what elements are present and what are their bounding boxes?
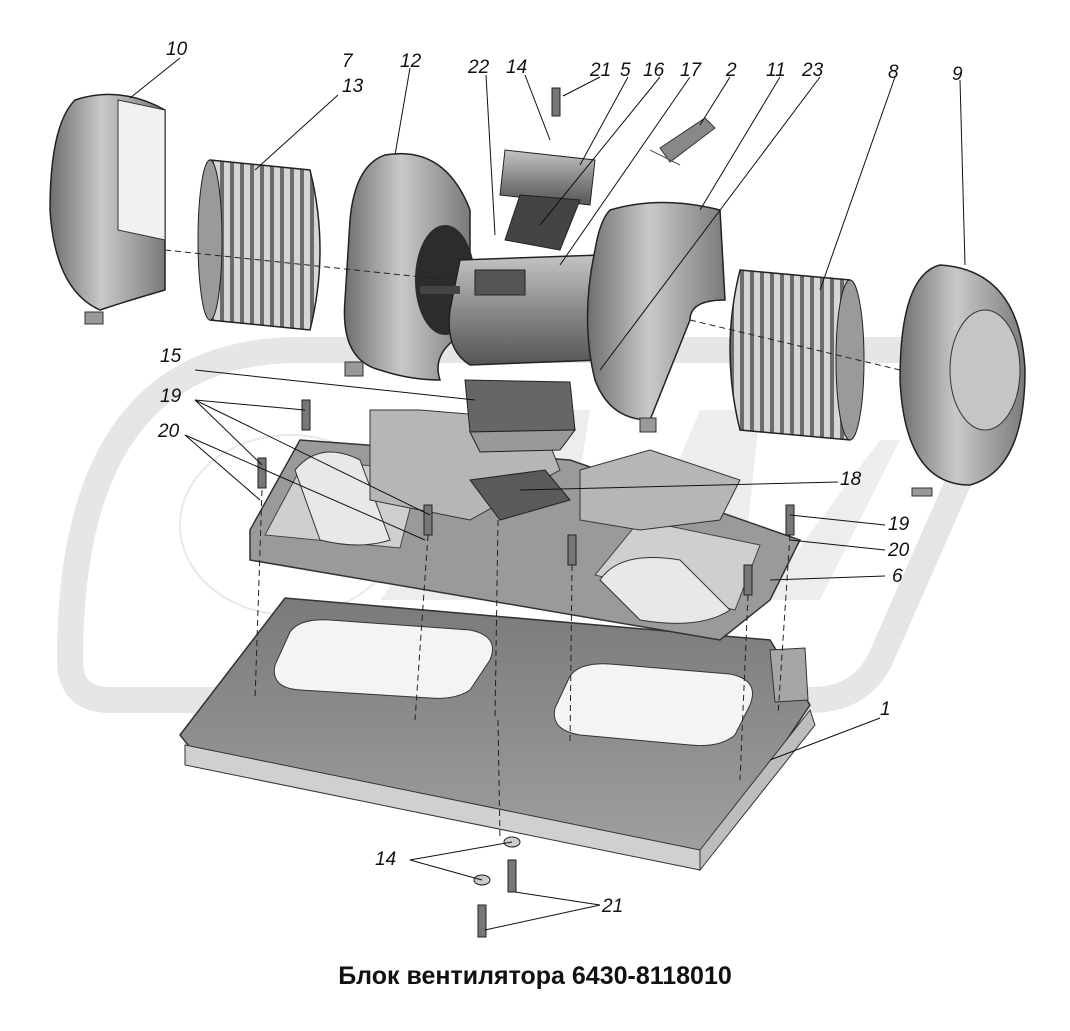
callout-6: 6 bbox=[892, 566, 903, 587]
left-cover bbox=[49, 93, 166, 325]
callout-20-right: 20 bbox=[887, 540, 910, 561]
callout-19-left: 19 bbox=[160, 386, 182, 407]
callout-13: 13 bbox=[342, 76, 364, 97]
right-housing bbox=[586, 201, 726, 433]
callout-17: 17 bbox=[680, 60, 703, 81]
callout-21-bottom: 21 bbox=[601, 896, 623, 917]
callout-23: 23 bbox=[801, 60, 824, 81]
callout-20-left: 20 bbox=[157, 421, 180, 442]
right-cover bbox=[899, 264, 1026, 497]
callout-11: 11 bbox=[766, 60, 786, 81]
callout-22: 22 bbox=[467, 57, 490, 78]
callout-labels: 10 7 13 12 22 14 21 5 16 17 2 11 23 8 9 … bbox=[157, 39, 963, 917]
callout-15: 15 bbox=[160, 346, 182, 367]
callout-12: 12 bbox=[400, 51, 422, 72]
diagram-caption: Блок вентилятора 6430-8118010 bbox=[338, 962, 732, 990]
callout-14-bottom: 14 bbox=[375, 849, 396, 870]
connector bbox=[649, 117, 716, 166]
callout-16: 16 bbox=[643, 60, 665, 81]
left-impeller bbox=[197, 159, 321, 331]
callout-7: 7 bbox=[342, 51, 354, 72]
callout-9: 9 bbox=[952, 64, 963, 85]
fasteners bbox=[257, 87, 795, 938]
callout-1: 1 bbox=[880, 699, 891, 720]
callout-10: 10 bbox=[166, 39, 188, 60]
callout-21-top: 21 bbox=[589, 60, 611, 81]
motor-clamp bbox=[464, 379, 577, 453]
right-impeller bbox=[729, 269, 865, 441]
assembly-lines bbox=[164, 249, 901, 841]
base-plate bbox=[179, 597, 816, 872]
callout-2: 2 bbox=[725, 60, 737, 81]
callout-18: 18 bbox=[840, 469, 862, 490]
callout-19-right: 19 bbox=[888, 514, 910, 535]
callout-8: 8 bbox=[888, 62, 899, 83]
leader-lines bbox=[129, 57, 966, 931]
callout-5: 5 bbox=[620, 60, 631, 81]
mounting-frame bbox=[249, 409, 802, 641]
callout-14-top: 14 bbox=[506, 57, 527, 78]
